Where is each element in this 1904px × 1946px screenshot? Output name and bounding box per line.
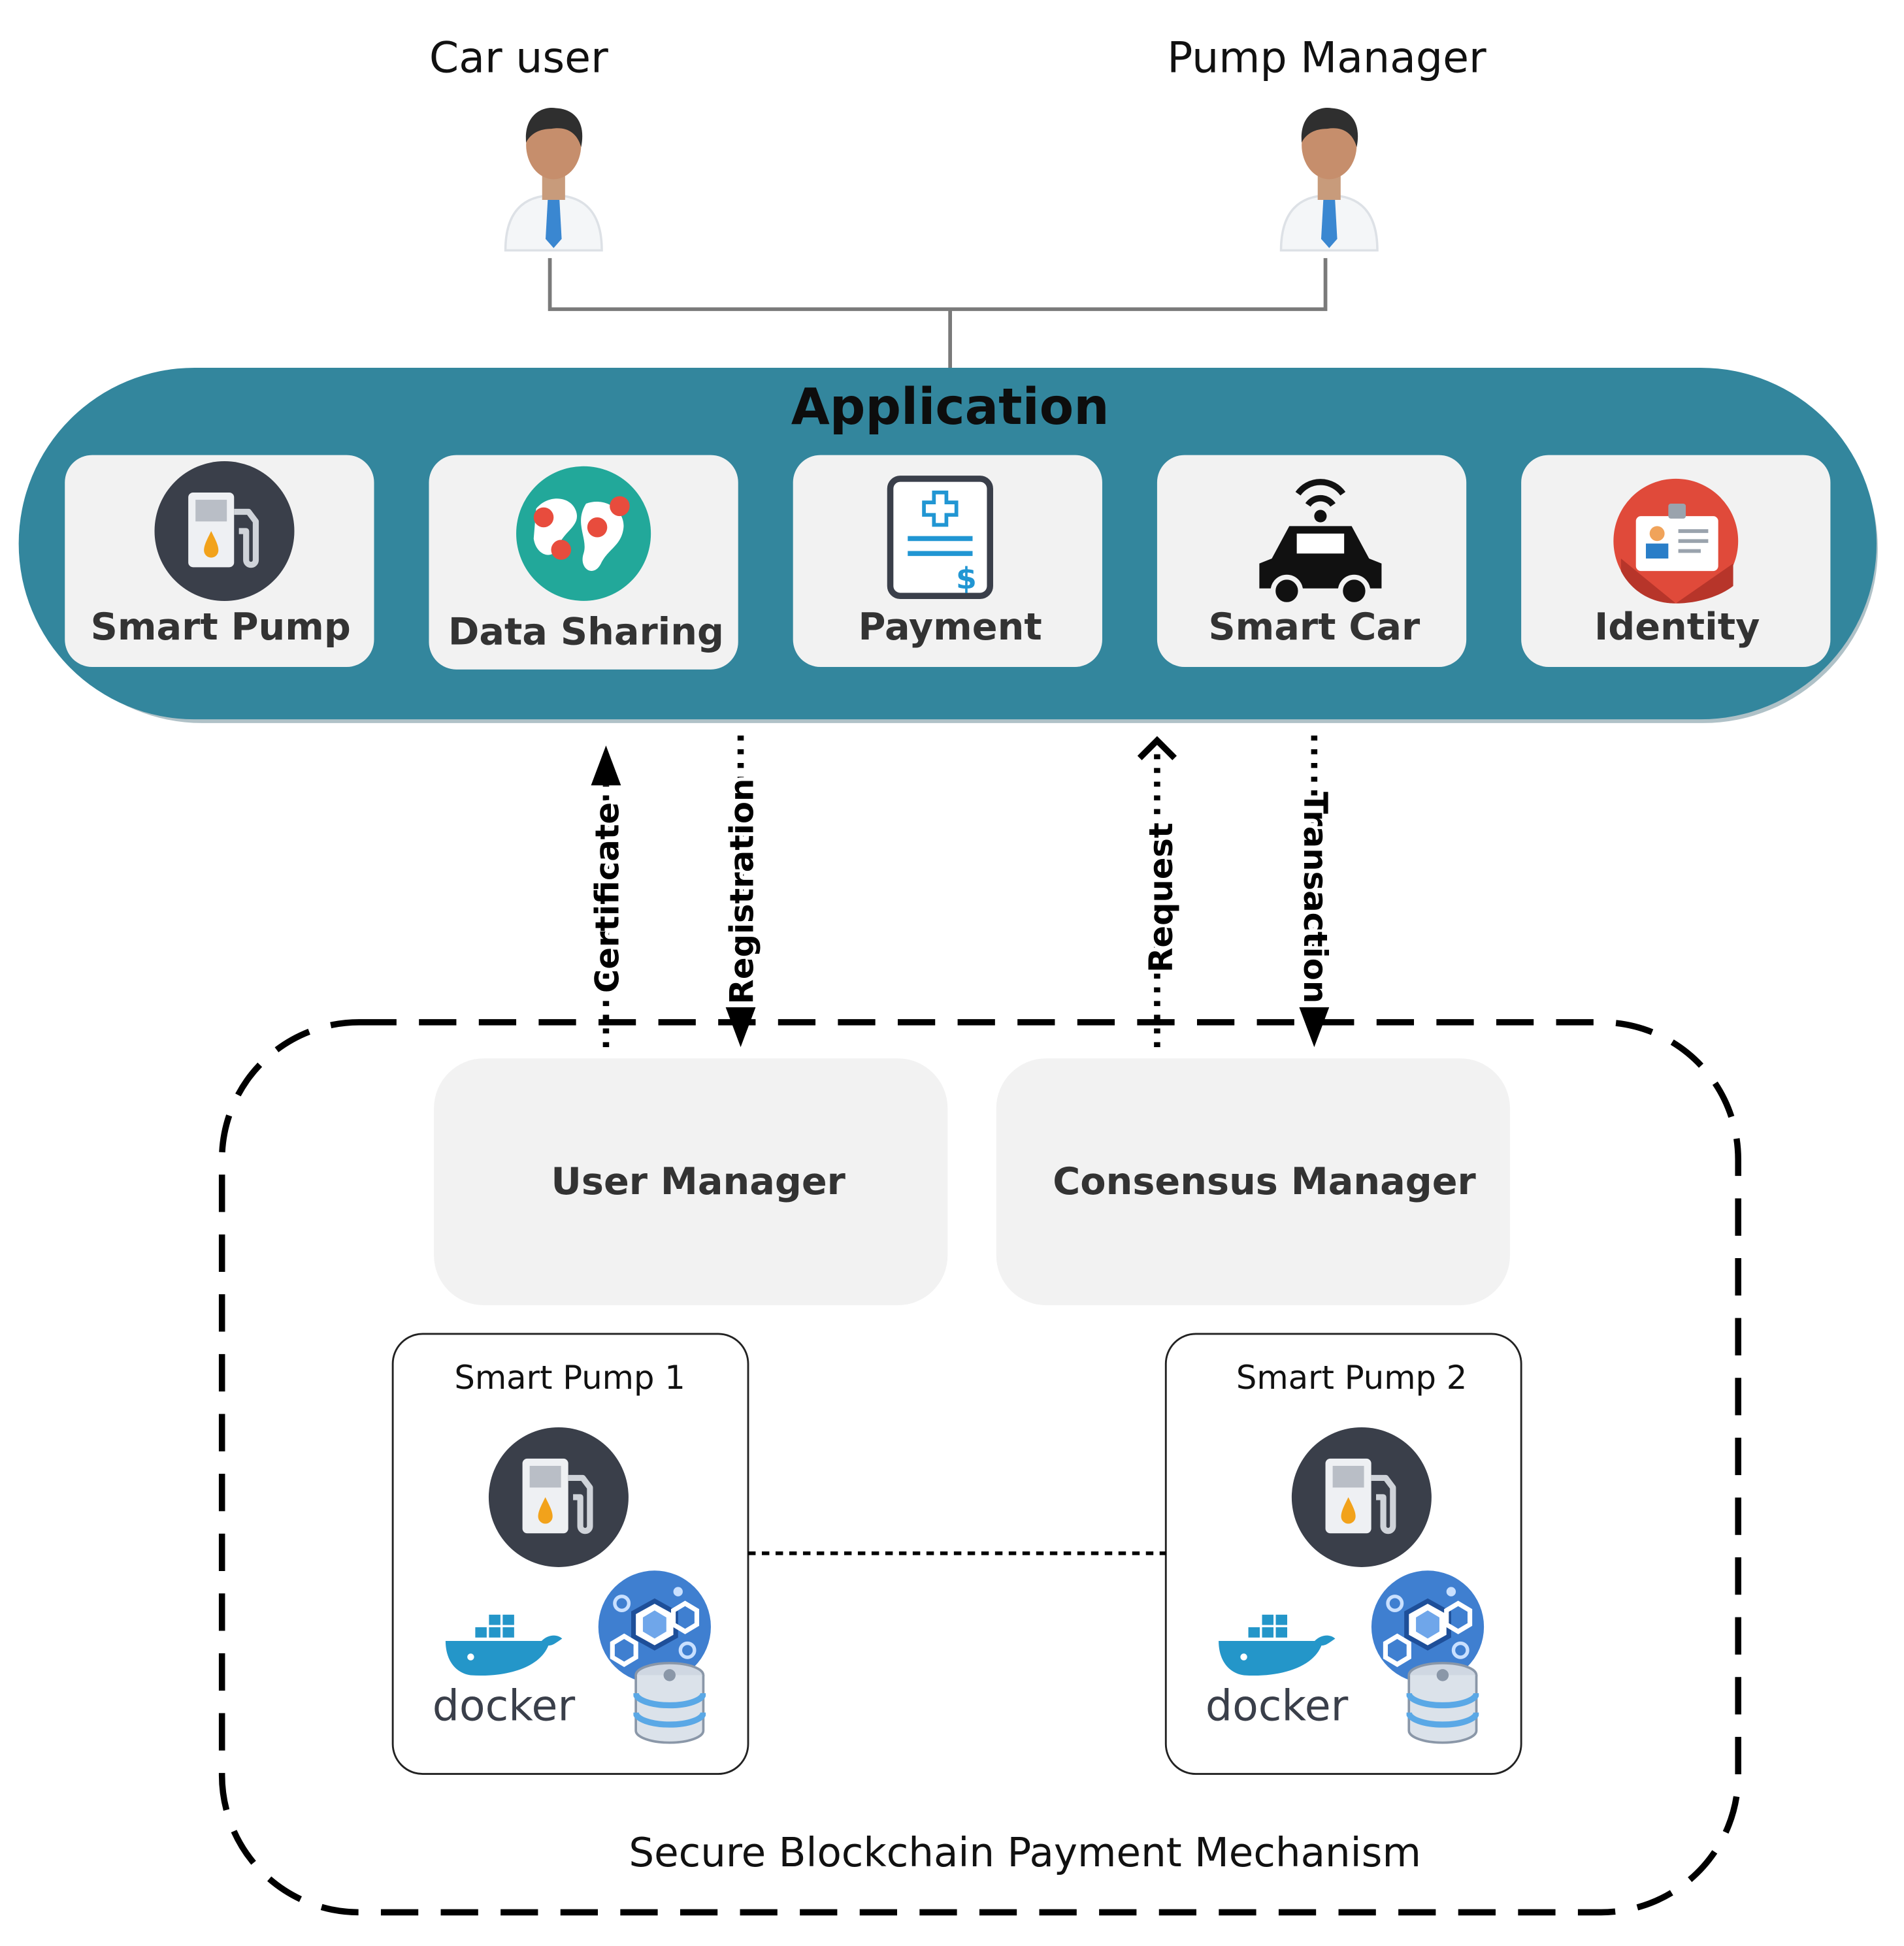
actor-pump-manager: Pump Manager (1167, 34, 1486, 252)
user-avatar-icon (504, 106, 603, 252)
request-label: Request (1142, 822, 1180, 973)
fuel-pump-icon (155, 461, 295, 601)
module-smart-pump: Smart Pump (65, 455, 374, 668)
svg-text:$: $ (956, 560, 977, 596)
docker-label: docker (1206, 1682, 1349, 1731)
database-icon (636, 1663, 703, 1743)
docker-label: docker (433, 1682, 576, 1731)
flow-certificate: Certificate (585, 745, 630, 1048)
module-smart-car: Smart Car (1157, 455, 1467, 668)
actor-car-user: Car user (429, 34, 608, 252)
smart-pump-node-2: Smart Pump 2 docker (1164, 1333, 1522, 1776)
transaction-label: Transaction (1296, 792, 1334, 1003)
module-label: Smart Car (1208, 606, 1420, 649)
car-user-label: Car user (429, 34, 608, 83)
registration-label: Registration (723, 779, 761, 1005)
users-connector (548, 258, 1328, 372)
module-data-sharing: Data Sharing (429, 455, 738, 670)
flow-request: Request (1137, 736, 1184, 1048)
user-manager-label: User Manager (551, 1160, 845, 1203)
consensus-manager-label: Consensus Manager (1053, 1160, 1476, 1203)
flow-transaction: Transaction (1292, 735, 1338, 1048)
certificate-label: Certificate (589, 802, 627, 993)
fuel-pump-icon (489, 1427, 629, 1567)
module-label: Data Sharing (448, 611, 724, 654)
module-payment: $ Payment (793, 455, 1102, 668)
module-identity: Identity (1521, 455, 1831, 668)
globe-icon (516, 466, 651, 601)
invoice-icon: $ (887, 476, 993, 600)
fuel-pump-icon (1292, 1427, 1432, 1567)
user-avatar-icon (1279, 106, 1379, 252)
pump-manager-label: Pump Manager (1167, 34, 1486, 83)
module-label: Identity (1594, 606, 1760, 649)
consensus-manager-box: Consensus Manager (996, 1058, 1510, 1306)
database-icon (1409, 1663, 1476, 1743)
id-card-icon (1613, 478, 1739, 604)
module-label: Smart Pump (91, 606, 351, 649)
node-label: Smart Pump 1 (454, 1359, 685, 1397)
connected-car-icon (1259, 479, 1382, 608)
node-label: Smart Pump 2 (1236, 1359, 1467, 1397)
application-title: Application (791, 378, 1109, 436)
smart-pump-node-1: Smart Pump 1 docker (391, 1333, 749, 1776)
blockchain-title: Secure Blockchain Payment Mechanism (629, 1830, 1421, 1876)
user-manager-box: User Manager (434, 1058, 948, 1306)
blockchain-boundary (218, 1019, 1741, 1916)
flow-registration: Registration (719, 735, 764, 1048)
module-label: Payment (859, 606, 1042, 649)
